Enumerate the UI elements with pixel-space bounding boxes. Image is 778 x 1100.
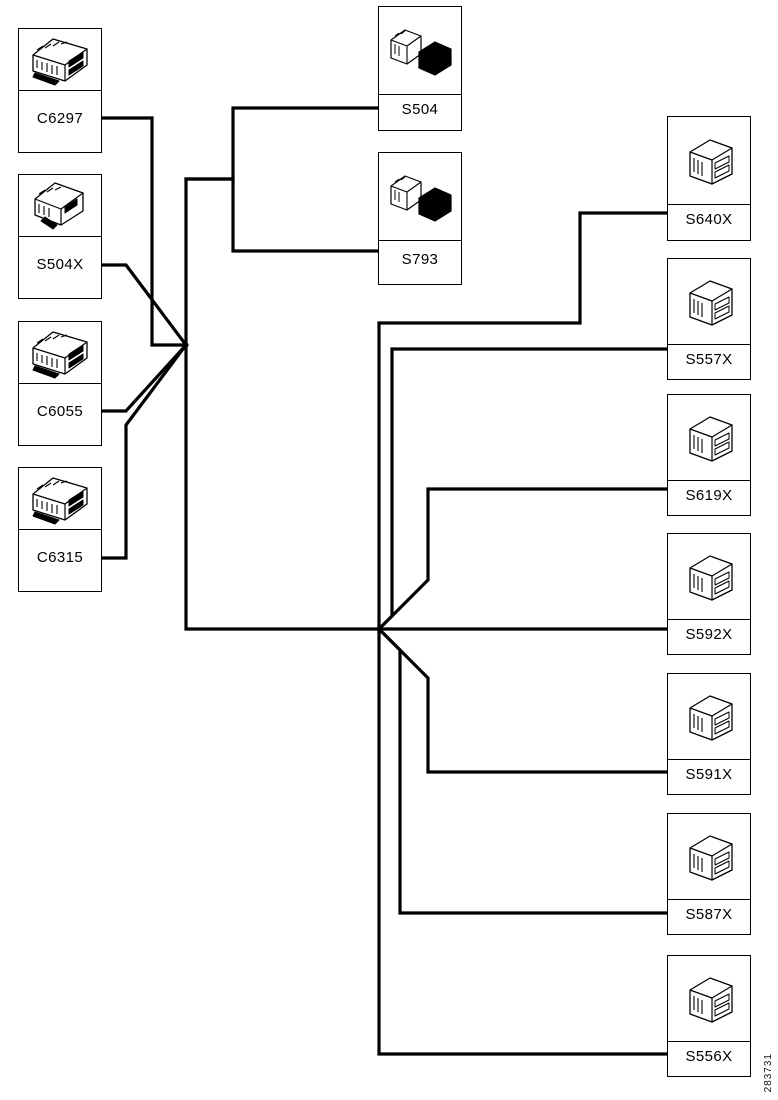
connector-node-S619X[interactable]: S619X [667,394,751,516]
connector-block-icon [668,956,750,1042]
connector-node-S793[interactable]: S793 [378,152,462,285]
connector-node-S592X[interactable]: S592X [667,533,751,655]
connector-block-icon [668,259,750,345]
connector-label-S619X: S619X [668,481,750,515]
connector-label-S793: S793 [379,241,461,284]
right-junction [376,626,382,632]
connector-label-C6297: C6297 [19,91,101,152]
connector-label-S592X: S592X [668,620,750,654]
connector-pair-icon [379,7,461,95]
connector-node-S556X[interactable]: S556X [667,955,751,1077]
wire-right-junction-to-S619X [376,487,669,632]
wire-left-junction-to-S793 [184,177,380,253]
connector-splice-icon [19,175,101,237]
connector-multipin-icon [19,468,101,530]
connector-label-S556X: S556X [668,1042,750,1076]
connector-label-C6315: C6315 [19,530,101,591]
connector-node-S504[interactable]: S504 [378,6,462,131]
connector-node-S587X[interactable]: S587X [667,813,751,935]
connector-node-S640X[interactable]: S640X [667,116,751,241]
left-junction [183,342,189,348]
wire-left-junction-to-S504 [184,106,380,347]
connector-block-icon [668,814,750,900]
wire-right-junction-to-S587X [376,626,669,915]
connector-block-icon [668,534,750,620]
wire-C6055-to-left-junction [100,342,189,413]
connector-label-S587X: S587X [668,900,750,934]
connector-node-S591X[interactable]: S591X [667,673,751,795]
connector-block-icon [668,395,750,481]
connector-block-icon [668,117,750,205]
connector-label-S591X: S591X [668,760,750,794]
wire-C6297-to-left-junction [100,116,188,347]
connector-label-S504X: S504X [19,237,101,298]
connector-node-C6297[interactable]: C6297 [18,28,102,153]
connector-node-C6055[interactable]: C6055 [18,321,102,446]
connector-block-icon [668,674,750,760]
connector-node-S557X[interactable]: S557X [667,258,751,380]
wire-right-junction-to-S556X [377,627,669,1056]
figure-reference-number: 283731 [763,1052,774,1092]
connector-label-S640X: S640X [668,205,750,240]
connector-label-S557X: S557X [668,345,750,379]
connector-label-C6055: C6055 [19,384,101,445]
wire-right-junction-to-S640X [377,211,669,631]
connector-node-S504X[interactable]: S504X [18,174,102,299]
connector-label-S504: S504 [379,95,461,130]
wire-left-junction-to-right-junction [184,343,381,631]
wire-right-junction-to-S591X [376,626,669,774]
connector-pair-icon [379,153,461,241]
wire-S504X-to-left-junction [100,263,189,348]
connector-multipin-icon [19,322,101,384]
wire-C6315-to-left-junction [100,342,189,560]
connector-multipin-icon [19,29,101,91]
connector-node-C6315[interactable]: C6315 [18,467,102,592]
